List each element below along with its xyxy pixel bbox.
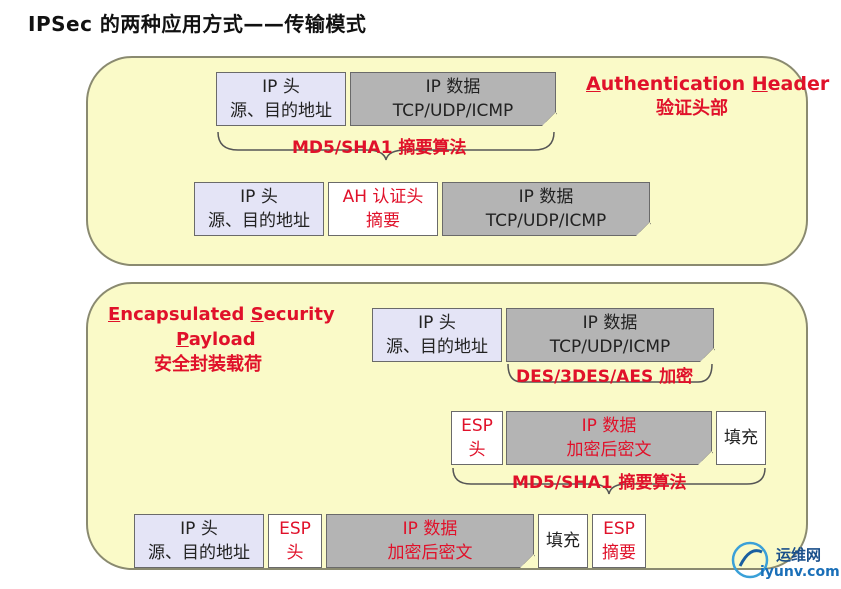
ah-label-part: A (586, 73, 601, 95)
ah-digest-brace (217, 131, 555, 161)
ah-label-part: uthentication (600, 73, 752, 95)
esp-label-en-1: Encapsulated Security (108, 303, 335, 327)
esp-digest-label: MD5/SHA1 摘要算法 (512, 473, 687, 493)
box-line: TCP/UDP/ICMP (485, 211, 607, 231)
esp-row3-esp-header: ESP 头 (268, 514, 322, 568)
box-line: 加密后密文 (566, 440, 652, 460)
esp-label-part: ayload (188, 329, 256, 350)
box-line: IP 头 (418, 313, 456, 333)
ah-row2-ip-data: IP 数据 TCP/UDP/ICMP (442, 182, 650, 236)
box-line: IP 头 (180, 519, 218, 539)
box-line: IP 头 (240, 187, 278, 207)
box-line: 源、目的地址 (208, 211, 310, 231)
box-line: IP 数据 (581, 416, 637, 436)
ah-label-cn: 验证头部 (656, 98, 728, 119)
ah-row1-ip-data: IP 数据 TCP/UDP/ICMP (350, 72, 556, 126)
esp-encrypt-label: DES/3DES/AES 加密 (516, 367, 694, 387)
box-line: TCP/UDP/ICMP (392, 101, 514, 121)
watermark-logo-icon (731, 541, 769, 579)
box-line: 摘要 (602, 543, 636, 563)
box-line: ESP (279, 519, 311, 539)
ah-digest-label: MD5/SHA1 摘要算法 (292, 138, 467, 158)
esp-digest-brace (452, 467, 766, 495)
esp-row1-ip-header: IP 头 源、目的地址 (372, 308, 502, 362)
box-line: 加密后密文 (387, 543, 473, 563)
esp-label-part: P (176, 329, 189, 350)
esp-row1-ip-data: IP 数据 TCP/UDP/ICMP (506, 308, 714, 362)
esp-row2-padding: 填充 (716, 411, 766, 465)
box-line: 头 (286, 543, 304, 563)
box-line: 摘要 (366, 211, 400, 231)
box-line: TCP/UDP/ICMP (549, 337, 671, 357)
ah-label-part: H (751, 73, 768, 95)
ah-label-part: eader (767, 73, 830, 95)
esp-row2-ip-data: IP 数据 加密后密文 (506, 411, 712, 465)
esp-label-part: ncapsulated (120, 304, 251, 325)
box-line: IP 数据 (402, 519, 458, 539)
box-line: 源、目的地址 (386, 337, 488, 357)
esp-row3-padding: 填充 (538, 514, 588, 568)
watermark-url: iyunv.com (760, 564, 840, 580)
box-line: IP 数据 (582, 313, 638, 333)
box-line: IP 数据 (518, 187, 574, 207)
ah-row2-ah-header: AH 认证头 摘要 (328, 182, 438, 236)
esp-row2-esp-header: ESP 头 (451, 411, 503, 465)
esp-label-part: ecurity (263, 304, 335, 325)
box-line: 填充 (724, 428, 758, 448)
esp-label-part: E (108, 304, 121, 325)
box-line: 头 (468, 440, 486, 460)
box-line: IP 头 (262, 77, 300, 97)
ah-row1-ip-header: IP 头 源、目的地址 (216, 72, 346, 126)
esp-label-part: S (250, 304, 264, 325)
box-line: 源、目的地址 (148, 543, 250, 563)
esp-row3-esp-digest: ESP 摘要 (592, 514, 646, 568)
box-line: ESP (603, 519, 635, 539)
watermark-cn: 运维网 (776, 546, 822, 564)
box-line: IP 数据 (425, 77, 481, 97)
ah-row2-ip-header: IP 头 源、目的地址 (194, 182, 324, 236)
esp-row3-ip-data: IP 数据 加密后密文 (326, 514, 534, 568)
esp-row3-ip-header: IP 头 源、目的地址 (134, 514, 264, 568)
ah-label-en: Authentication Header (586, 72, 829, 96)
box-line: ESP (461, 416, 493, 436)
box-line: 源、目的地址 (230, 101, 332, 121)
esp-label-cn: 安全封装载荷 (154, 354, 262, 375)
page-title: IPSec 的两种应用方式——传输模式 (28, 12, 367, 36)
esp-encrypt-brace (507, 363, 713, 383)
box-line: AH 认证头 (342, 187, 424, 207)
esp-label-en-2: Payload (176, 328, 256, 352)
box-line: 填充 (546, 531, 580, 551)
